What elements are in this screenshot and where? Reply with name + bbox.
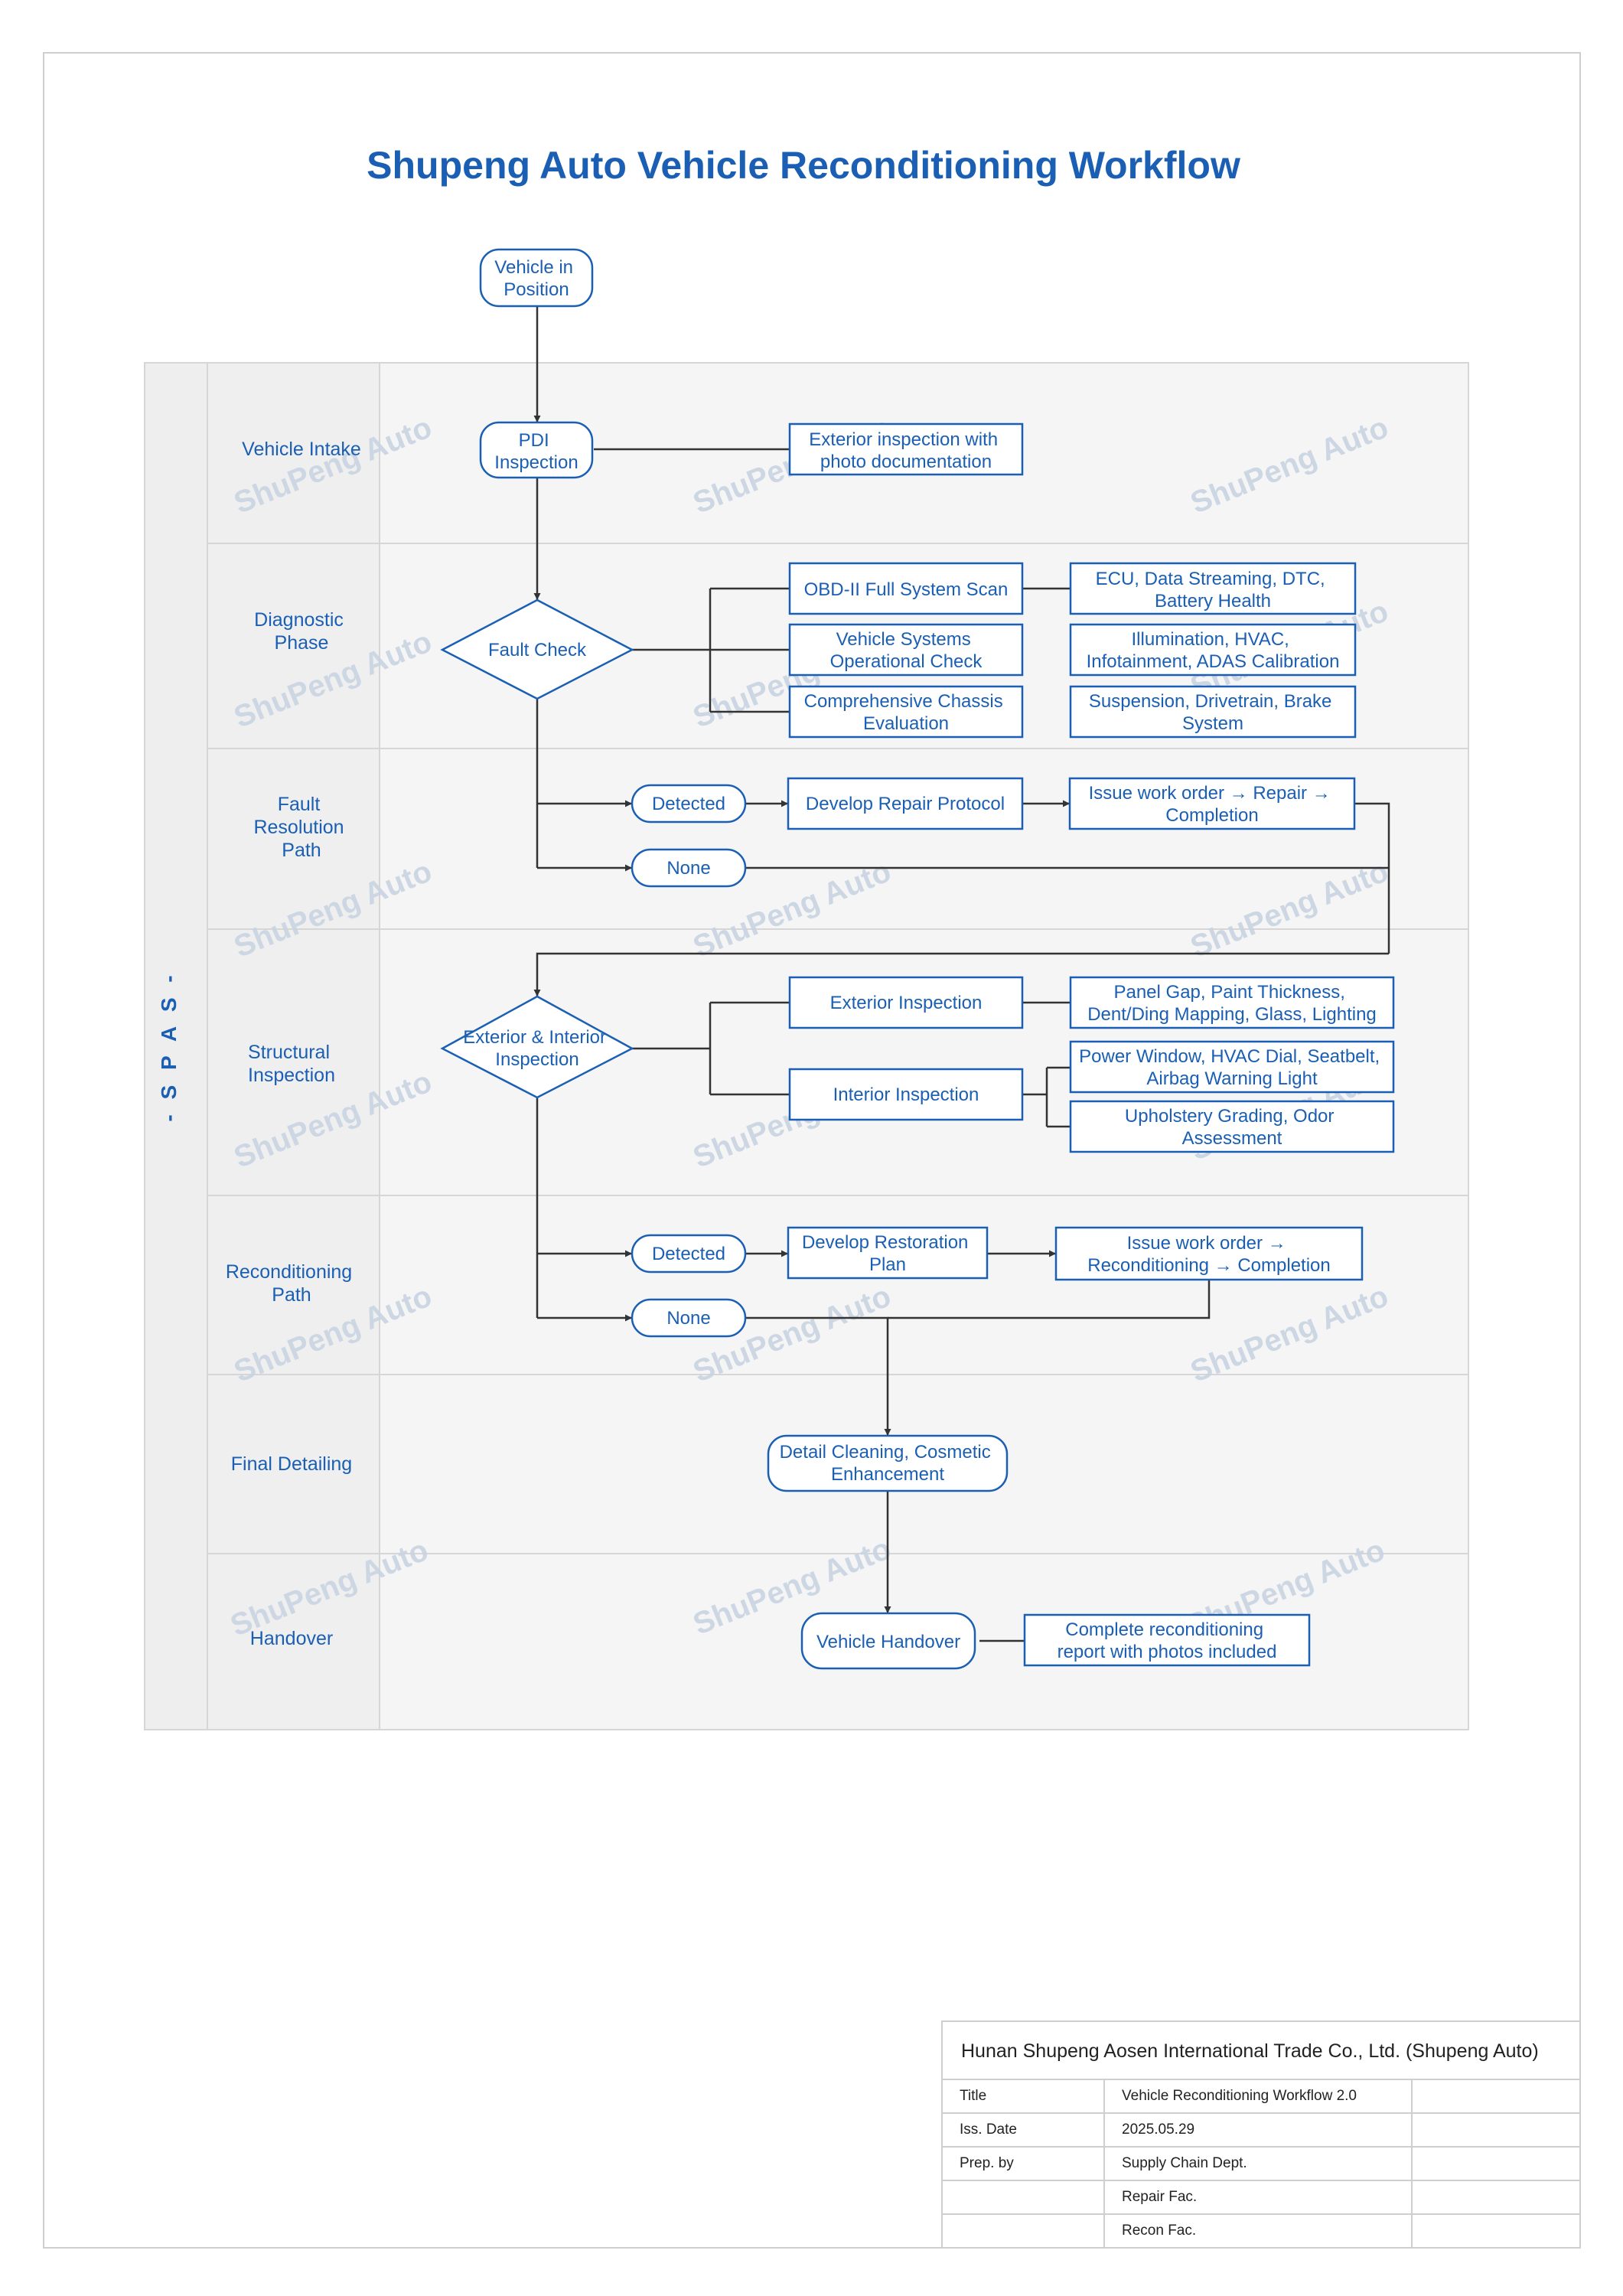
svg-text:Detail Cleaning, Cosmetic: Detail Cleaning, Cosmetic Enhancement — [780, 1442, 996, 1485]
node-detail-cleaning: Detail Cleaning, Cosmetic Enhancement — [767, 1434, 1009, 1492]
node-restoration-plan: Develop Restoration Plan — [787, 1226, 989, 1280]
lane-reconditioning — [207, 1195, 1469, 1375]
svg-text:Interior Inspection: Interior Inspection — [833, 1084, 979, 1105]
svg-text:Upholstery Grading, Odor: Upholstery Grading, Odor Assessment — [1125, 1106, 1339, 1149]
svg-text:Fault Check: Fault Check — [488, 640, 587, 660]
title-block-label: Title — [943, 2080, 1105, 2112]
svg-text:Exterior & Interior Insp: Exterior & Interior Inspection — [463, 1027, 611, 1070]
svg-text:Issue work order → Repair →: Issue work order → Repair → Completion — [1089, 783, 1336, 826]
side-bar — [144, 362, 208, 1730]
title-block-blank — [1413, 2181, 1581, 2213]
lane-label-reconditioning: Reconditioning Path — [226, 1261, 357, 1306]
page-title: Shupeng Auto Vehicle Reconditioning Work… — [367, 144, 1240, 187]
decision-exterior-interior: Exterior & Interior Inspection — [440, 995, 634, 1099]
svg-text:OBD-II Full System Scan: OBD-II Full System Scan — [804, 579, 1009, 600]
title-block-label: Prep. by — [943, 2148, 1105, 2180]
title-block-blank — [1413, 2080, 1581, 2112]
lane-label-intake: Vehicle Intake — [242, 439, 361, 460]
svg-text:Comprehensive Chassis Ev: Comprehensive Chassis Evaluation — [804, 691, 1009, 734]
title-block-label — [943, 2181, 1105, 2213]
svg-text:Develop Restoration Plan: Develop Restoration Plan — [802, 1232, 973, 1275]
node-repair-protocol: Develop Repair Protocol — [787, 777, 1024, 830]
note-handover: Complete reconditioning report with phot… — [1023, 1613, 1311, 1667]
node-interior-inspection: Interior Inspection — [788, 1068, 1024, 1121]
note-interior-electrical: Power Window, HVAC Dial, Seatbelt, Airba… — [1069, 1040, 1395, 1094]
note-vehicle-systems: Illumination, HVAC, Infotainment, ADAS C… — [1069, 623, 1357, 677]
svg-text:Illumination, HVAC, Info: Illumination, HVAC, Infotainment, ADAS C… — [1087, 629, 1340, 672]
edge-extint-branch — [632, 1001, 790, 1096]
title-block-row: Prep. by Supply Chain Dept. — [943, 2148, 1581, 2181]
node-repair-work-order: Issue work order → Repair → Completion — [1068, 777, 1356, 830]
node-recon-none: None — [631, 1298, 747, 1338]
lane-label-structural: Structural Inspection — [248, 1042, 335, 1086]
lane-label-handover: Handover — [250, 1628, 333, 1649]
node-chassis-evaluation: Comprehensive Chassis Evaluation — [788, 685, 1024, 739]
edge-fault-branch — [632, 587, 790, 713]
note-pdi: Exterior inspection with photo documenta… — [788, 422, 1024, 476]
title-block-row: Title Vehicle Reconditioning Workflow 2.… — [943, 2080, 1581, 2114]
title-block-row: Repair Fac. — [943, 2181, 1581, 2215]
svg-text:PDI Inspection: PDI Inspection — [494, 430, 578, 473]
svg-text:Exterior Inspection: Exterior Inspection — [830, 993, 983, 1013]
lane-label-final: Final Detailing — [231, 1453, 352, 1475]
svg-text:None: None — [666, 858, 710, 879]
title-block: Hunan Shupeng Aosen International Trade … — [941, 2020, 1581, 2249]
node-fault-none: None — [631, 848, 747, 888]
edge-interior-notes — [1023, 1066, 1071, 1128]
edge-order-detail — [888, 1280, 1211, 1319]
edge-merge-extint — [533, 952, 1389, 996]
edges — [533, 306, 1390, 1642]
svg-text:Panel Gap, Paint Thickness,: Panel Gap, Paint Thickness, Dent/Ding Ma… — [1087, 982, 1377, 1025]
node-exterior-inspection: Exterior Inspection — [788, 976, 1024, 1029]
decision-fault-check: Fault Check — [440, 598, 634, 700]
title-block-value: Recon Fac. — [1105, 2215, 1413, 2249]
edge-order-merge — [1354, 802, 1390, 954]
title-block-label — [943, 2215, 1105, 2249]
svg-text:Vehicle Handover: Vehicle Handover — [816, 1632, 960, 1652]
title-block-value: 2025.05.29 — [1105, 2114, 1413, 2146]
title-block-value: Supply Chain Dept. — [1105, 2148, 1413, 2180]
svg-text:Issue work order → Recon: Issue work order → Reconditioning → Comp… — [1087, 1233, 1331, 1276]
edge-none-detail — [745, 1316, 891, 1436]
lane-intake — [207, 362, 1469, 544]
node-pdi-inspection: PDI Inspection — [479, 421, 594, 479]
node-fault-detected: Detected — [631, 784, 747, 823]
node-vehicle-handover: Vehicle Handover — [800, 1612, 976, 1670]
node-obd-scan: OBD-II Full System Scan — [788, 562, 1024, 615]
side-label: - S P A S - — [157, 970, 181, 1121]
svg-text:Exterior inspection with: Exterior inspection with photo documenta… — [809, 429, 1002, 472]
svg-text:Detected: Detected — [652, 1244, 725, 1264]
page-frame — [43, 52, 1581, 2249]
node-vehicle-systems: Vehicle Systems Operational Check — [788, 623, 1024, 677]
title-block-blank — [1413, 2215, 1581, 2249]
title-block-value: Vehicle Reconditioning Workflow 2.0 — [1105, 2080, 1413, 2112]
note-interior-upholstery: Upholstery Grading, Odor Assessment — [1069, 1100, 1395, 1153]
lane-label-diagnostic: Diagnostic Phase — [254, 609, 349, 654]
svg-text:Vehicle in Position: Vehicle in Position — [494, 257, 578, 300]
title-block-label: Iss. Date — [943, 2114, 1105, 2146]
title-block-row: Iss. Date 2025.05.29 — [943, 2114, 1581, 2148]
svg-text:Detected: Detected — [652, 794, 725, 814]
note-chassis: Suspension, Drivetrain, Brake System — [1069, 685, 1357, 739]
svg-text:Suspension, Drivetrain, Brake: Suspension, Drivetrain, Brake System — [1089, 691, 1337, 734]
svg-text:Complete reconditioning: Complete reconditioning report with phot… — [1058, 1619, 1277, 1662]
title-block-row: Recon Fac. — [943, 2215, 1581, 2249]
node-recon-detected: Detected — [631, 1234, 747, 1274]
workflow-diagram: Shupeng Auto Vehicle Reconditioning Work… — [144, 144, 1469, 1730]
node-vehicle-in-position: Vehicle in Position — [479, 248, 594, 308]
title-block-blank — [1413, 2148, 1581, 2180]
svg-text:Power Window, HVAC Dial, Seatb: Power Window, HVAC Dial, Seatbelt, Airba… — [1079, 1046, 1385, 1089]
svg-text:Vehicle Systems Operatio: Vehicle Systems Operational Check — [830, 629, 983, 672]
title-block-value: Repair Fac. — [1105, 2181, 1413, 2213]
company-name: Hunan Shupeng Aosen International Trade … — [943, 2022, 1581, 2080]
note-obd: ECU, Data Streaming, DTC, Battery Health — [1069, 562, 1357, 615]
lane-label-fault: Fault Resolution Path — [253, 794, 349, 861]
svg-text:None: None — [666, 1308, 710, 1329]
svg-text:Develop Repair Protocol: Develop Repair Protocol — [806, 794, 1005, 814]
title-block-blank — [1413, 2114, 1581, 2146]
note-exterior: Panel Gap, Paint Thickness, Dent/Ding Ma… — [1069, 976, 1395, 1029]
node-recon-work-order: Issue work order → Reconditioning → Comp… — [1054, 1226, 1364, 1281]
svg-text:ECU, Data Streaming, DTC,: ECU, Data Streaming, DTC, Battery Health — [1096, 569, 1331, 612]
